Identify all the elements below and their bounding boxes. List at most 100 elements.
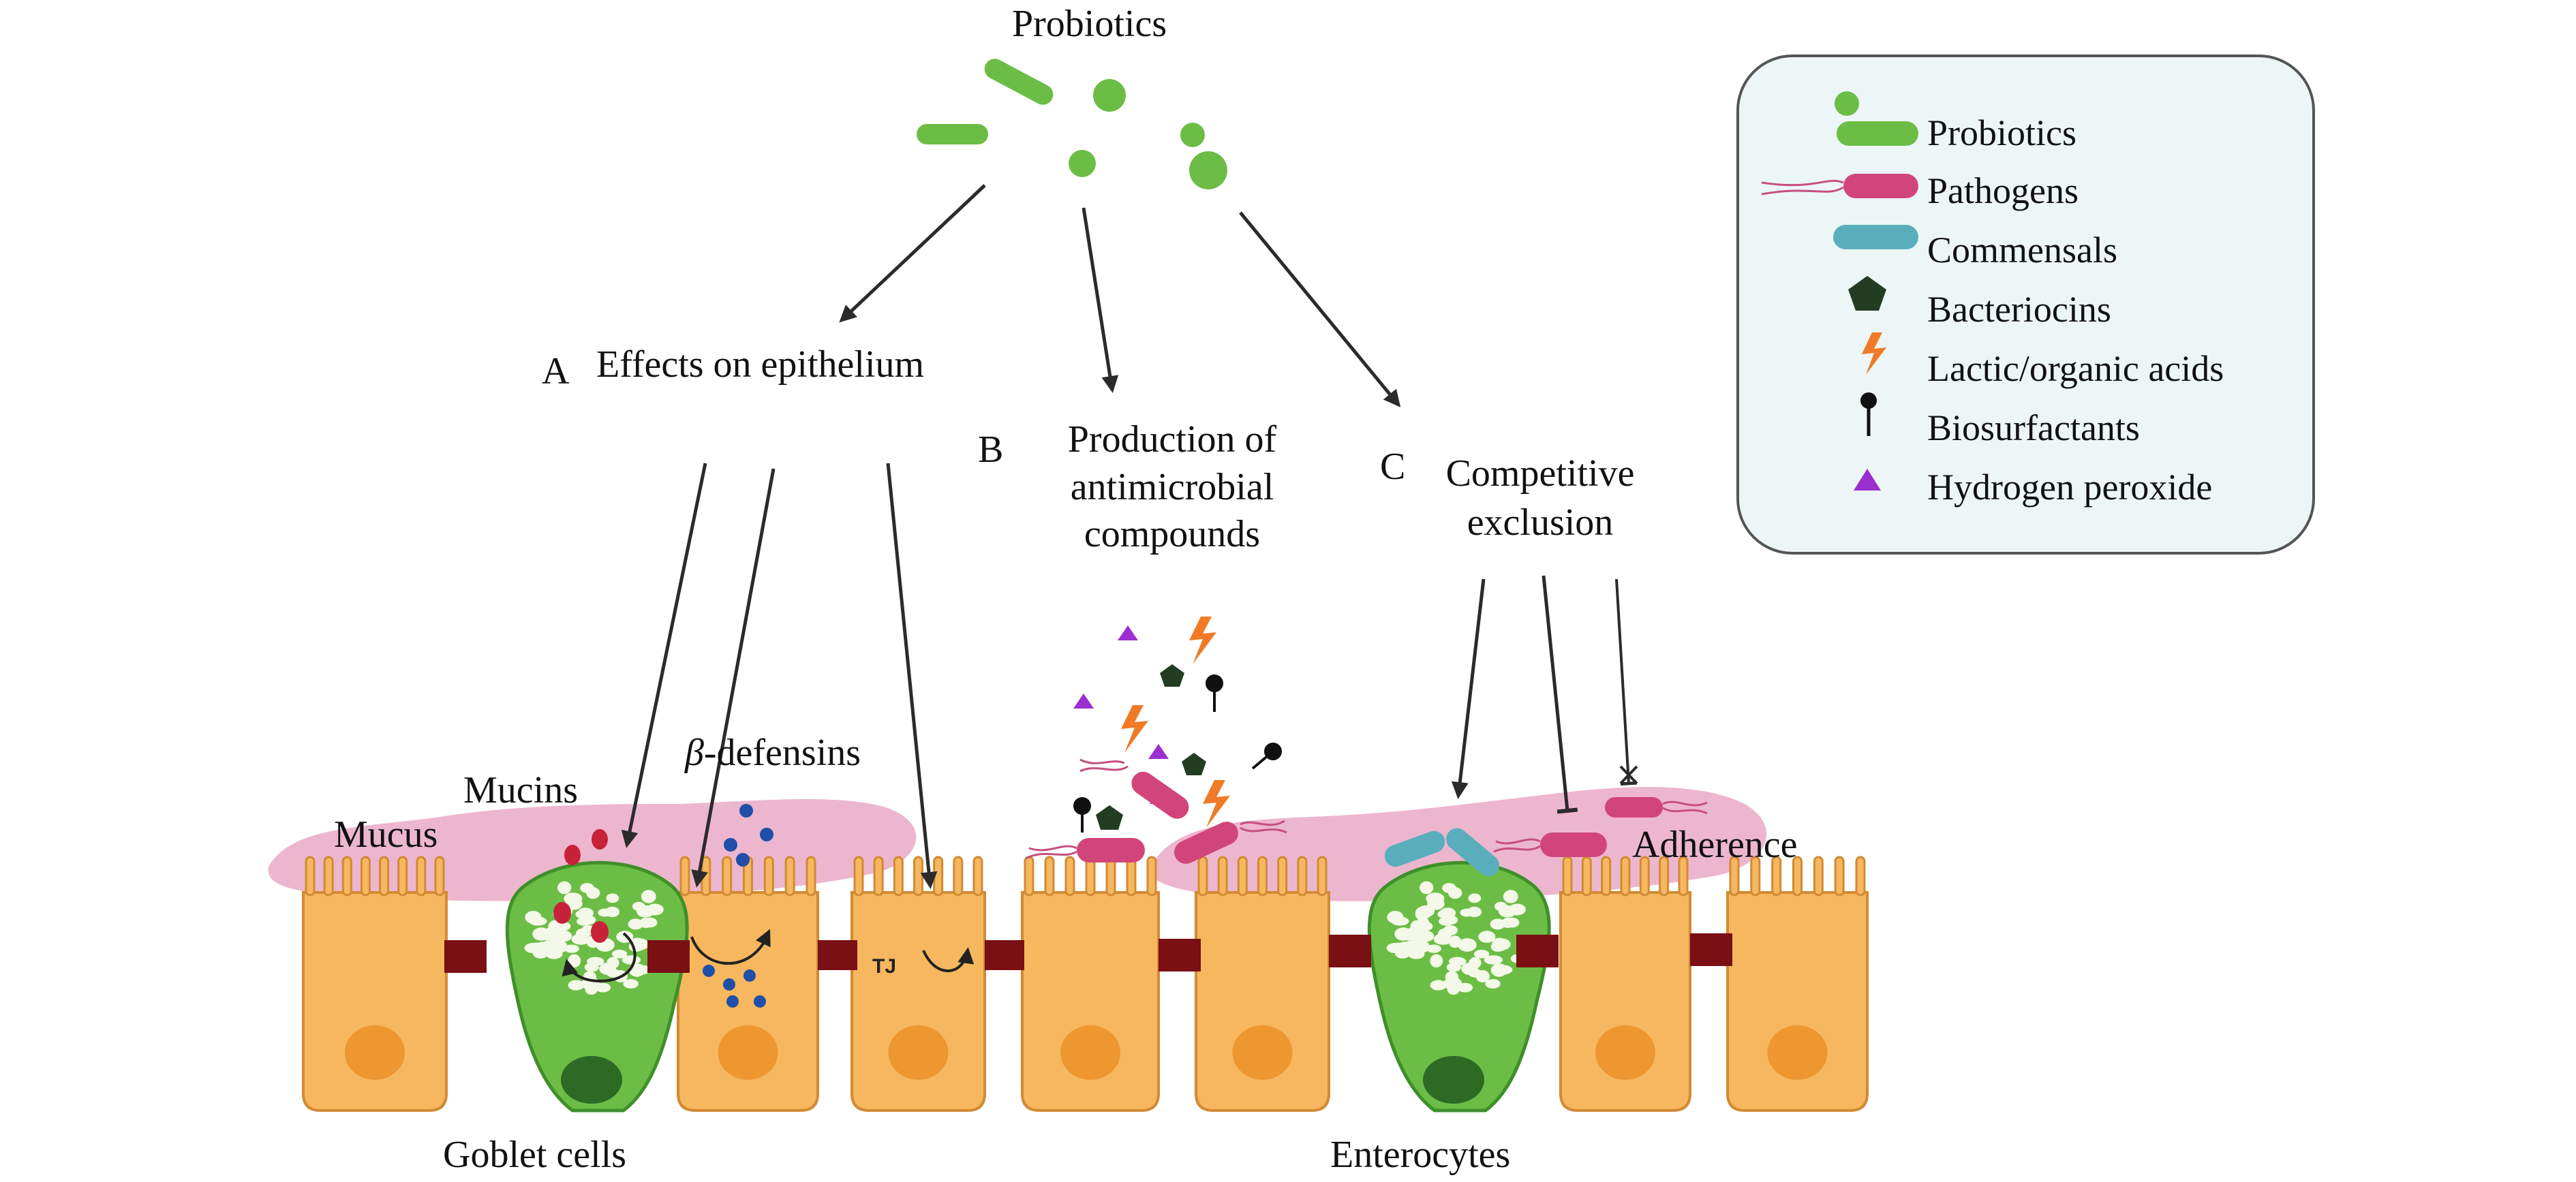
microvillus — [416, 856, 427, 897]
granule — [1448, 887, 1462, 899]
branch-c-text: Competitive exclusion — [1424, 452, 1656, 544]
granule — [628, 918, 643, 930]
microvillus — [1639, 856, 1650, 897]
microvillus — [1620, 856, 1631, 897]
granule — [607, 957, 619, 969]
microvillus — [953, 856, 964, 897]
cell-nucleus — [1595, 1025, 1655, 1080]
pathogen-icon — [1843, 174, 1918, 198]
commensal — [1384, 830, 1445, 867]
curved-arrow — [690, 929, 771, 965]
tight-junction — [985, 940, 1024, 970]
legend-label-hydrogen-peroxide: Hydrogen peroxide — [1927, 467, 2213, 508]
pathogen — [1174, 822, 1238, 864]
goblet-nucleus — [1423, 1056, 1484, 1104]
bacteriocin — [1182, 753, 1206, 775]
inhibit-x — [1619, 765, 1638, 785]
arrow-c-commensal — [1451, 578, 1486, 799]
label-defensins: β-defensins — [685, 732, 861, 775]
branch-b-line2: antimicrobial — [1070, 465, 1274, 508]
microvillus — [1126, 856, 1137, 897]
tight-junction — [1329, 935, 1371, 967]
granule — [525, 911, 542, 924]
probiotic-rod — [917, 124, 988, 144]
goblet-cell — [505, 860, 689, 1113]
microvillus — [853, 856, 864, 897]
granule — [1415, 907, 1428, 920]
microvillus — [434, 856, 445, 897]
granule — [1492, 937, 1507, 952]
granule — [1439, 917, 1454, 926]
granule — [1426, 944, 1441, 953]
bacteriocin — [1160, 664, 1184, 687]
granule — [604, 906, 620, 918]
label-defensins-beta: β — [685, 732, 704, 774]
arrow-a-goblet — [621, 463, 707, 848]
arrow-a-tj — [886, 463, 938, 889]
triangle-icon — [1854, 469, 1881, 491]
microvillus — [1855, 856, 1866, 897]
legend-label-acids: Lactic/organic acids — [1927, 348, 2224, 389]
branch-b-line1: Production of — [1067, 418, 1277, 461]
granule — [641, 890, 656, 903]
probiotic-icon — [1835, 91, 1859, 116]
lactic-acid-bolt — [1121, 705, 1148, 753]
granule — [1490, 918, 1505, 930]
granule — [571, 933, 591, 945]
microvillus — [1085, 856, 1096, 897]
microvillus — [1771, 856, 1782, 897]
microvillus — [1024, 856, 1034, 897]
granule — [1420, 881, 1434, 895]
enterocyte-cell — [677, 891, 819, 1112]
granule — [1437, 909, 1455, 919]
microvillus — [933, 856, 944, 897]
microvillus — [679, 856, 690, 897]
cell-nucleus — [345, 1025, 405, 1080]
mucin-dots — [553, 829, 609, 943]
granule — [557, 881, 572, 895]
granule — [557, 931, 572, 942]
curved-arrow — [562, 932, 637, 983]
microvillus — [893, 856, 904, 897]
bolt-icon — [1862, 332, 1886, 375]
microvillus — [1277, 856, 1288, 897]
granule — [540, 940, 559, 950]
granule — [1446, 963, 1461, 972]
defensin-dots — [703, 804, 773, 1008]
tight-junction — [1159, 939, 1201, 971]
arrow-to-c — [1239, 211, 1401, 407]
microvillus — [1813, 856, 1824, 897]
probiotic-coccus — [1180, 123, 1205, 147]
microvillus — [1064, 856, 1075, 897]
microvillus — [1562, 856, 1573, 897]
biosurfactant — [1206, 674, 1223, 712]
granule — [1505, 917, 1520, 928]
microvillus — [1581, 856, 1592, 897]
granule — [1460, 939, 1473, 948]
granule — [568, 954, 581, 968]
goblet-cell — [1367, 860, 1551, 1113]
hydrogen-peroxide — [1073, 694, 1094, 709]
cell-nucleus — [718, 1025, 778, 1080]
tight-junction — [647, 940, 690, 973]
granule — [568, 980, 585, 991]
arrow-a-defensins — [691, 468, 776, 888]
microvillus — [379, 856, 390, 897]
pentagon-icon — [1848, 276, 1886, 311]
granule — [1447, 984, 1460, 995]
microvillus — [1659, 856, 1670, 897]
microvillus — [1792, 856, 1803, 897]
microvillus — [722, 856, 733, 897]
enterocyte-cell — [1726, 891, 1869, 1112]
enterocyte-cell — [1021, 891, 1160, 1112]
hydrogen-peroxide — [1148, 744, 1169, 759]
branch-c-line2: exclusion — [1467, 501, 1614, 544]
microvillus — [323, 856, 334, 897]
antimicrobial-compounds — [1073, 617, 1282, 833]
pathogen — [1077, 838, 1145, 862]
granule — [1417, 921, 1433, 931]
microvillus — [1297, 856, 1308, 897]
inhibit-c-pathogen-2 — [1615, 578, 1638, 786]
microvillus — [341, 856, 352, 897]
hydrogen-peroxide — [1118, 625, 1138, 640]
